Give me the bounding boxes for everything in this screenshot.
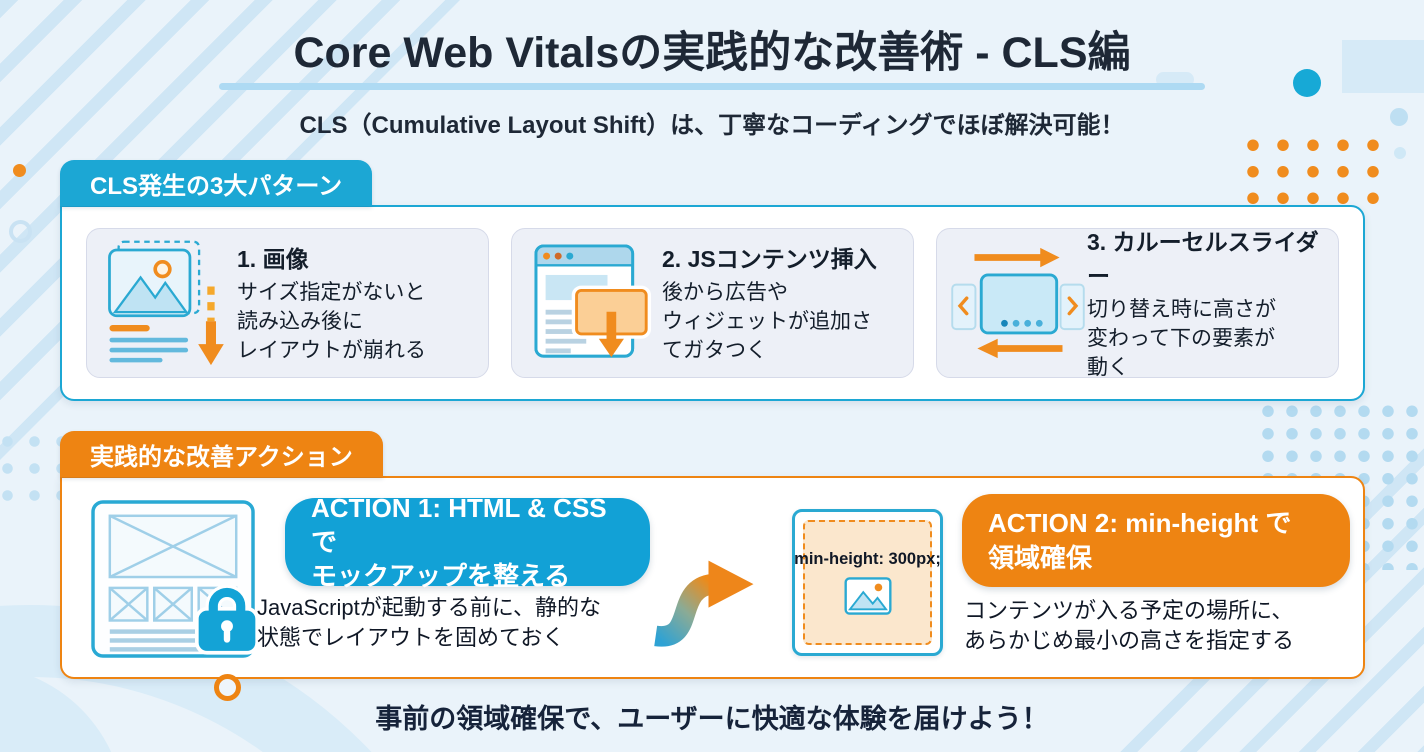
pattern-card-body: サイズ指定がないと 読み込み後に レイアウトが崩れる	[237, 281, 426, 362]
pattern-card-body: 切り替え時に高さが 変わって下の要素が 動く	[1087, 298, 1276, 379]
action1-badge: ACTION 1: HTML & CSS で モックアップを整える	[285, 493, 650, 591]
pattern-card-title: 1. 画像	[237, 246, 309, 273]
decor-orange-dot-grid-icon	[1238, 132, 1388, 212]
lock-icon	[195, 584, 259, 655]
pattern-card-title: 2. JSコンテンツ挿入	[662, 246, 877, 273]
actions-section-box: ACTION 1: HTML & CSS で モックアップを整える JavaSc…	[60, 476, 1365, 679]
decor-cyan-dot-icon	[1293, 69, 1321, 97]
patterns-section-tab: CLS発生の3大パターン	[60, 160, 373, 206]
page-title: Core Web Vitalsの実践的な改善術 - CLS編	[293, 29, 1131, 77]
image-placeholder-icon	[843, 577, 892, 615]
image-layout-shift-icon	[99, 239, 237, 367]
decor-orange-dot-icon	[13, 164, 26, 177]
reserved-space-box: min-height: 300px;	[792, 509, 943, 656]
footer-message: 事前の領域確保で、ユーザーに快適な体験を届けよう！	[375, 704, 1049, 734]
carousel-slider-icon	[949, 244, 1087, 362]
decor-orange-ring-icon	[214, 674, 241, 701]
action2-badge: ACTION 2: min-height で 領域確保	[962, 494, 1350, 587]
action1-description: JavaScriptが起動する前に、静的な 状態でレイアウトを固めておく	[257, 595, 602, 651]
decor-rectangle-icon	[1342, 40, 1424, 93]
pattern-card-js-insert: 2. JSコンテンツ挿入 後から広告や ウィジェットが追加さ てガタつく	[511, 228, 914, 378]
actions-section-tab: 実践的な改善アクション	[60, 431, 383, 477]
decor-small-ring-icon	[9, 220, 32, 243]
reserved-space-dashed-area: min-height: 300px;	[794, 520, 941, 645]
js-content-insert-icon	[524, 243, 662, 363]
pattern-card-image: 1. 画像 サイズ指定がないと 読み込み後に レイアウトが崩れる	[86, 228, 489, 378]
pattern-card-carousel: 3. カルーセルスライダー 切り替え時に高さが 変わって下の要素が 動く	[936, 228, 1339, 379]
min-height-code: min-height: 300px;	[794, 550, 941, 568]
decor-pale-dot-icon	[1394, 147, 1406, 159]
title-underline	[219, 83, 1205, 90]
action2-description: コンテンツが入る予定の場所に、 あらかじめ最小の高さを指定する	[964, 598, 1295, 654]
pattern-card-body: 後から広告や ウィジェットが追加さ てガタつく	[662, 281, 872, 362]
decor-pale-dot-icon	[1390, 108, 1408, 126]
page-subtitle: CLS（Cumulative Layout Shift）は、丁寧なコーディングで…	[299, 112, 1125, 139]
patterns-section-box: 1. 画像 サイズ指定がないと 読み込み後に レイアウトが崩れる	[60, 205, 1365, 401]
curved-arrow-icon	[654, 560, 754, 647]
pattern-card-title: 3. カルーセルスライダー	[1087, 229, 1319, 290]
